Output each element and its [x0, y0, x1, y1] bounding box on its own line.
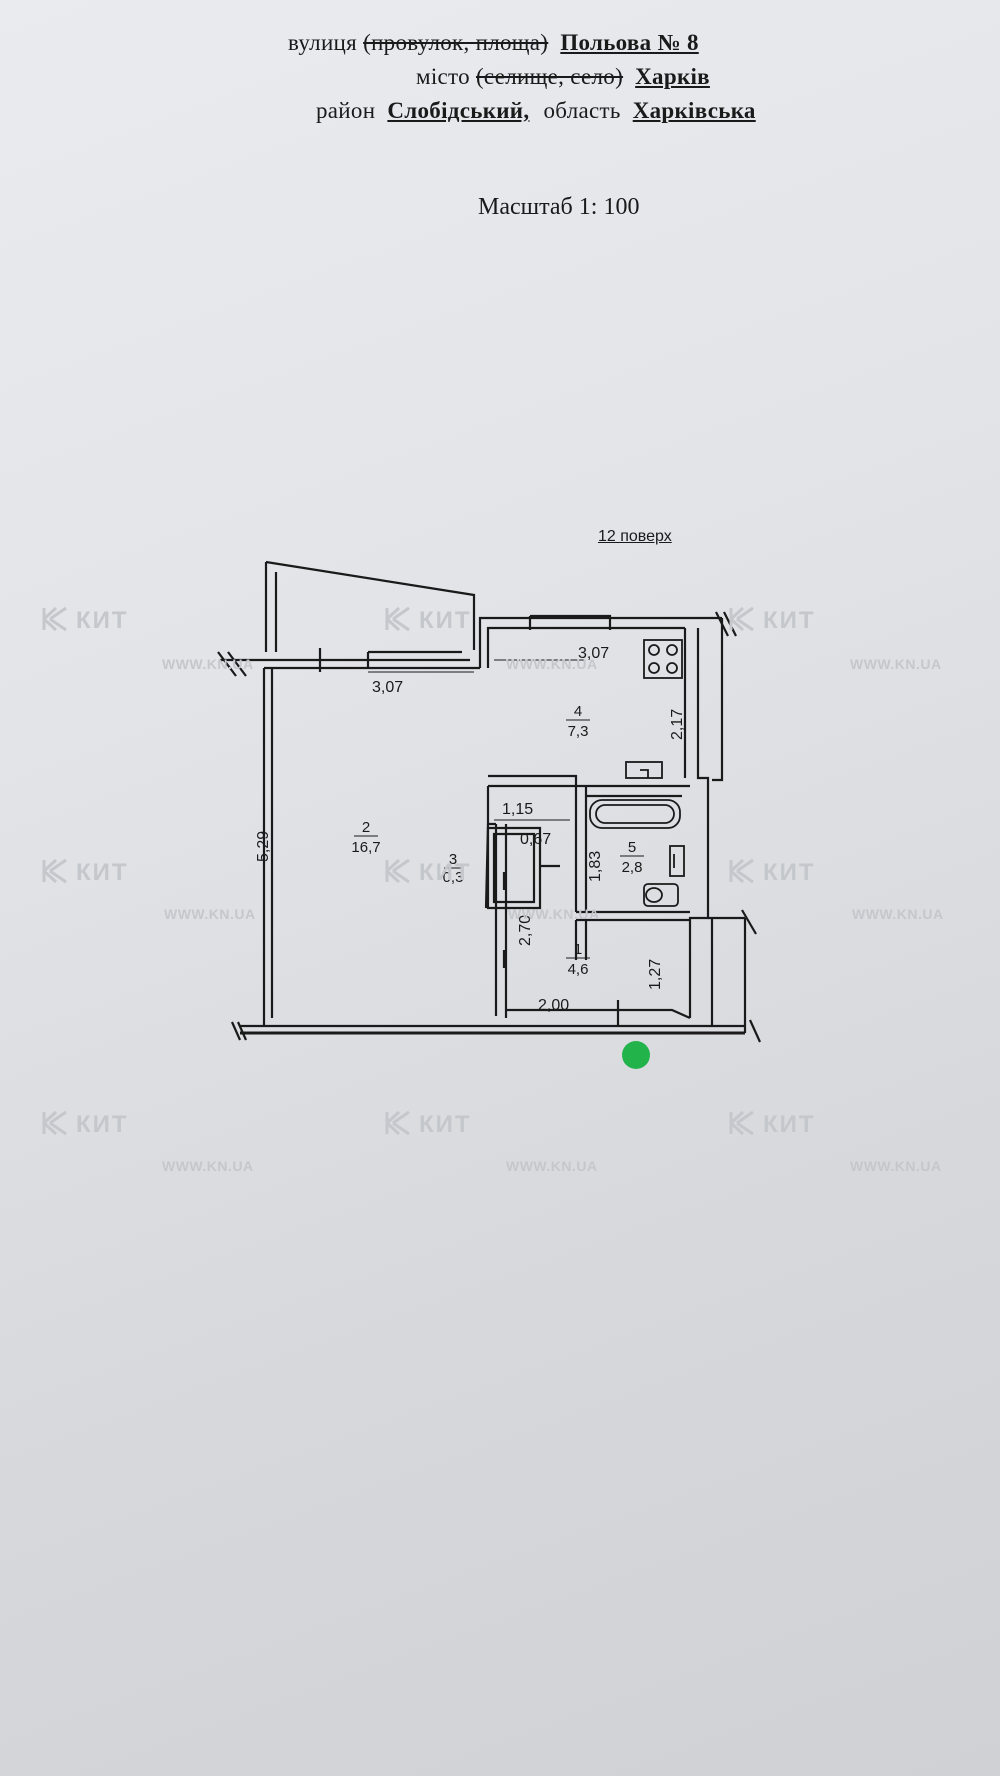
district-label: район [316, 98, 376, 123]
window-right [528, 614, 612, 630]
watermark-url: WWW.KN.UA [850, 656, 942, 672]
balcony-outline [264, 560, 476, 652]
street-label: вулиця [288, 30, 358, 55]
kitchen-bottom-wall [488, 774, 578, 788]
kit-logo-icon [385, 1110, 410, 1136]
dim-hall-length: 2,70 [517, 915, 534, 946]
watermark-brand: КИТ [40, 1108, 129, 1139]
top-wall-left [220, 658, 480, 670]
dim-entry-width: 2,00 [538, 997, 569, 1014]
street-value: Польова № 8 [560, 30, 699, 55]
watermark-url: WWW.KN.UA [506, 656, 598, 672]
watermark-url: WWW.KN.UA [506, 1158, 598, 1174]
kit-logo-icon [385, 858, 410, 884]
region-value: Харківська [632, 98, 756, 123]
entrance-marker-dot [622, 1041, 650, 1069]
window-left [318, 648, 462, 672]
sink-icon [625, 761, 663, 779]
address-street-line: вулиця (провулок, площа) Польова № 8 [288, 30, 699, 56]
room4-number: 4 [574, 703, 582, 720]
room2-area: 16,7 [351, 839, 380, 856]
dim-entry-depth: 1,27 [647, 959, 664, 990]
watermark-brand: КИТ [727, 1108, 816, 1139]
left-wall [262, 668, 274, 1026]
dim-room4-depth: 2,17 [669, 709, 686, 740]
room5-number: 5 [628, 839, 636, 856]
watermark-brand: КИТ [383, 1108, 472, 1139]
watermark-brand: КИТ [383, 856, 472, 887]
closet-outline [486, 826, 542, 910]
street-struck-options: (провулок, площа) [363, 30, 549, 55]
room4-area: 7,3 [568, 723, 589, 740]
city-value: Харків [635, 64, 710, 89]
plan-walls [217, 560, 762, 1043]
kit-logo-icon [729, 606, 754, 632]
room3-area: 0,3 [443, 869, 464, 886]
watermark-brand: КИТ [383, 604, 472, 635]
watermark-brand: КИТ [727, 604, 816, 635]
region-label: область [543, 98, 621, 123]
room2-number: 2 [362, 819, 370, 836]
closet-door [484, 823, 490, 909]
wall-room2-hall [494, 824, 508, 1018]
door-marks [502, 864, 560, 968]
floor-label: 12 поверх [598, 528, 672, 545]
watermark-brand: КИТ [727, 856, 816, 887]
dim-room4-width: 3,07 [578, 645, 609, 662]
watermark-url: WWW.KN.UA [508, 906, 600, 922]
hall-right-wall [574, 920, 588, 960]
kit-logo-icon [42, 606, 67, 632]
dim-bath-depth: 1,83 [587, 851, 604, 882]
kit-logo-icon [385, 606, 410, 632]
dim-room2-length: 5,29 [255, 831, 272, 862]
bathtub-icon [589, 799, 681, 829]
bath-left-wall [574, 786, 588, 912]
right-wall-kitchen [683, 628, 710, 1018]
break-marks-right [741, 909, 762, 1043]
break-marks-left [217, 651, 248, 1041]
bath-top-wall [576, 784, 690, 798]
entry-wall [506, 1008, 691, 1020]
kitchen-left-step [486, 786, 496, 826]
watermark-url: WWW.KN.UA [164, 906, 256, 922]
bath-bottom-wall [576, 910, 690, 922]
kit-logo-icon [729, 858, 754, 884]
watermark-url: WWW.KN.UA [162, 1158, 254, 1174]
dim-closet-width: 0,67 [520, 831, 551, 848]
city-label: місто [416, 64, 470, 89]
toilet-icon [643, 883, 679, 907]
dim-lines-top [368, 659, 584, 673]
top-wall-right [478, 616, 722, 668]
dim-hall-width: 1,15 [502, 801, 533, 818]
stove-icon [643, 639, 683, 679]
watermark-brand: КИТ [40, 856, 129, 887]
right-wall-outer [712, 618, 724, 782]
watermark-url: WWW.KN.UA [850, 1158, 942, 1174]
room1-number: 1 [574, 941, 582, 958]
kit-logo-icon [42, 1110, 67, 1136]
watermark-brand: КИТ [40, 604, 129, 635]
watermark-url: WWW.KN.UA [852, 906, 944, 922]
district-value: Слобідський, [387, 98, 530, 123]
right-wall-shaft [708, 916, 747, 1033]
city-struck-options: (селище, село) [475, 64, 624, 89]
kit-logo-icon [42, 858, 67, 884]
room1-area: 4,6 [568, 961, 589, 978]
room5-area: 2,8 [622, 859, 643, 876]
kit-logo-icon [729, 1110, 754, 1136]
watermark-url: WWW.KN.UA [162, 656, 254, 672]
address-district-line: район Слобідський, область Харківська [316, 98, 756, 124]
scale-label: Масштаб 1: 100 [478, 194, 640, 220]
dim-room2-width: 3,07 [372, 679, 403, 696]
address-city-line: місто (селище, село) Харків [416, 64, 710, 90]
room3-number: 3 [449, 851, 457, 868]
washbasin-icon [669, 845, 685, 877]
